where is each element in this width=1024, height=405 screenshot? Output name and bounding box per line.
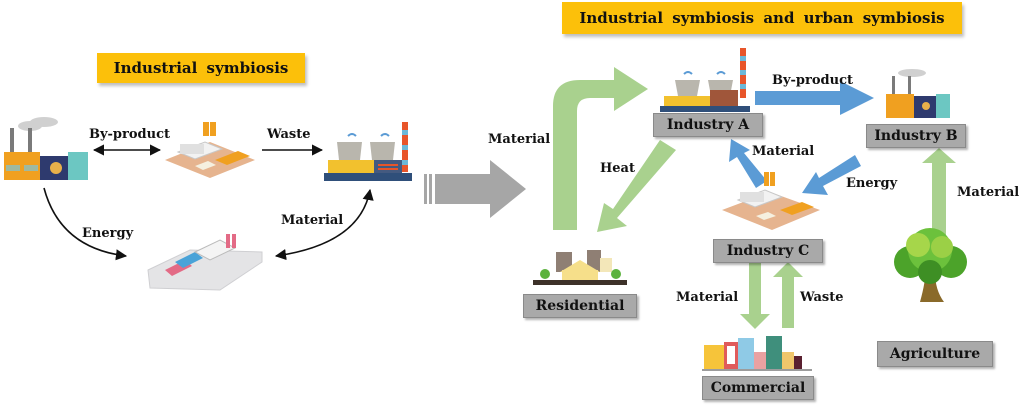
node-industry-c[interactable]: Industry C	[713, 239, 823, 263]
edge-label-material: Material	[281, 213, 344, 228]
arrow-material-c-to-commercial	[740, 262, 770, 329]
edge-label-byproduct-a-b: By-product	[772, 73, 854, 88]
edge-label-material-c-a: Material	[752, 144, 815, 159]
power-plant-icon[interactable]	[324, 122, 412, 181]
arrow-heat-industry-a-to-residential	[597, 140, 676, 232]
edge-label-byproduct: By-product	[89, 127, 171, 142]
node-residential[interactable]: Residential	[523, 294, 637, 318]
arrow-material-residential-to-industry-a	[553, 67, 648, 230]
edge-label-heat: Heat	[600, 161, 635, 176]
commercial-icon[interactable]	[702, 336, 812, 371]
arrow-energy	[43, 187, 128, 261]
node-agriculture[interactable]: Agriculture	[877, 341, 993, 367]
chemical-plant-icon[interactable]	[165, 122, 255, 178]
industry-a-icon[interactable]	[660, 48, 750, 112]
edge-label-waste: Waste	[267, 127, 311, 142]
arrow-byproduct-a-to-b	[755, 81, 874, 115]
arrow-waste-commercial-to-c	[773, 262, 803, 328]
right-panel-title: Industrial symbiosis and urban symbiosis	[562, 2, 962, 34]
edge-label-material-res-a: Material	[488, 132, 551, 147]
big-right-arrow-icon	[424, 160, 526, 218]
node-industry-b[interactable]: Industry B	[866, 124, 966, 148]
left-panel-title: Industrial symbiosis	[97, 53, 305, 83]
arrow-material-agriculture-to-b	[922, 148, 956, 235]
edge-label-material-agri-b: Material	[957, 185, 1020, 200]
warehouse-icon[interactable]	[147, 234, 263, 291]
residential-icon[interactable]	[533, 250, 627, 285]
factory-icon[interactable]	[4, 117, 88, 180]
edge-label-energy: Energy	[82, 226, 134, 241]
node-commercial[interactable]: Commercial	[702, 376, 814, 400]
arrow-energy-b-to-c	[802, 155, 861, 195]
edge-label-energy-b-c: Energy	[846, 176, 898, 191]
industry-c-icon[interactable]	[722, 172, 820, 230]
industry-b-icon[interactable]	[886, 69, 950, 118]
edge-label-waste-com-c: Waste	[800, 290, 844, 305]
arrow-material-c-to-a	[729, 139, 767, 188]
edge-label-material-c-com: Material	[676, 290, 739, 305]
node-industry-a[interactable]: Industry A	[653, 113, 763, 137]
tree-icon[interactable]	[894, 228, 967, 302]
arrow-material-left	[274, 188, 374, 261]
